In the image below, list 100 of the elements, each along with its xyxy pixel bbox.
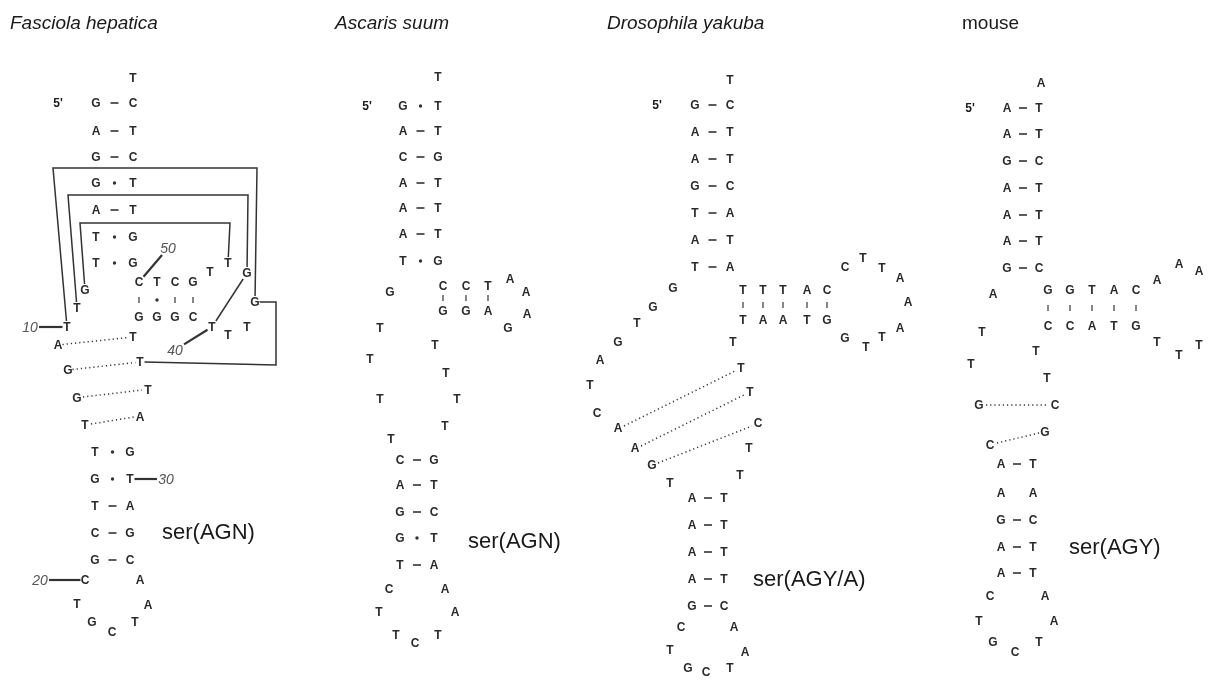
nucleotide-letter: A — [690, 126, 700, 138]
position-number: 20 — [32, 573, 48, 587]
nucleotide-letter: T — [224, 257, 232, 269]
species-title: Drosophila yakuba — [607, 12, 765, 32]
nucleotide-letter: T — [129, 204, 137, 216]
nucleotide-letter: T — [376, 322, 384, 334]
nucleotide-letter: C — [753, 417, 763, 429]
nucleotide-letter: T — [430, 532, 438, 544]
nucleotide-letter: T — [978, 326, 986, 338]
nucleotide-letter: G — [974, 399, 984, 411]
nucleotide-letter: A — [1040, 590, 1050, 602]
nucleotide-letter: A — [895, 272, 905, 284]
nucleotide-letter: T — [878, 331, 886, 343]
nucleotide-letter: T — [803, 314, 811, 326]
nucleotide-letter: T — [392, 629, 400, 641]
nucleotide-letter: T — [63, 321, 71, 333]
nucleotide-letter: A — [1109, 284, 1119, 296]
position-number: 10 — [22, 320, 38, 334]
species-title: Fasciola hepatica — [10, 12, 158, 32]
nucleotide-letter: T — [434, 125, 442, 137]
nucleotide-letter: C — [1028, 514, 1038, 526]
nucleotide-letter: G — [429, 454, 439, 466]
nucleotide-letter: G — [91, 177, 101, 189]
nucleotide-letter: C — [461, 280, 471, 292]
nucleotide-letter: A — [450, 606, 460, 618]
nucleotide-letter: A — [1152, 274, 1162, 286]
nucleotide-letter: G — [63, 364, 73, 376]
nucleotide-letter: C — [410, 637, 420, 649]
nucleotide-letter: T — [975, 615, 983, 627]
nucleotide-letter: T — [779, 284, 787, 296]
nucleotide-letter: T — [129, 125, 137, 137]
nucleotide-letter: G — [687, 600, 697, 612]
nucleotide-letter: G — [90, 554, 100, 566]
nucleotide-letter: T — [376, 393, 384, 405]
nucleotide-letter: G — [125, 527, 135, 539]
nucleotide-letter: A — [687, 519, 697, 531]
nucleotide-letter: G — [188, 276, 198, 288]
leader-line — [39, 325, 63, 329]
nucleotide-letter: C — [985, 439, 995, 451]
nucleotide-letter: T — [739, 314, 747, 326]
nucleotide-letter: G — [72, 392, 82, 404]
nucleotide-letter: A — [613, 422, 623, 434]
nucleotide-letter: G — [80, 284, 90, 296]
nucleotide-letter: G — [822, 314, 832, 326]
nucleotide-letter: C — [125, 554, 135, 566]
nucleotide-letter: T — [736, 469, 744, 481]
nucleotide-letter: G — [503, 322, 513, 334]
nucleotide-letter: A — [725, 207, 735, 219]
nucleotide-letter: T — [720, 519, 728, 531]
nucleotide-letter: A — [1002, 102, 1012, 114]
nucleotide-letter: T — [1153, 336, 1161, 348]
nucleotide-letter: G — [134, 311, 144, 323]
nucleotide-letter: G — [398, 100, 408, 112]
nucleotide-letter: C — [1131, 284, 1141, 296]
nucleotide-letter: T — [633, 317, 641, 329]
nucleotide-letter: T — [375, 606, 383, 618]
nucleotide-letter: T — [434, 71, 442, 83]
nucleotide-letter: T — [720, 546, 728, 558]
nucleotide-letter: T — [1035, 636, 1043, 648]
nucleotide-letter: T — [726, 126, 734, 138]
nucleotide-letter: A — [903, 296, 913, 308]
nucleotide-letter: T — [1029, 458, 1037, 470]
nucleotide-letter: A — [91, 204, 101, 216]
nucleotide-letter: C — [725, 180, 735, 192]
nucleotide-letter: T — [243, 321, 251, 333]
nucleotide-letter: A — [143, 599, 153, 611]
nucleotide-letter: T — [73, 598, 81, 610]
nucleotide-letter: T — [586, 379, 594, 391]
nucleotide-letter: A — [1002, 209, 1012, 221]
nucleotide-letter: T — [92, 231, 100, 243]
nucleotide-letter: A — [996, 458, 1006, 470]
nucleotide-letter: T — [484, 280, 492, 292]
nucleotide-letter: T — [1110, 320, 1118, 332]
nucleotide-letter: G — [840, 332, 850, 344]
nucleotide-letter: T — [434, 202, 442, 214]
nucleotide-letter: T — [1043, 372, 1051, 384]
nucleotide-letter: G — [91, 97, 101, 109]
nucleotide-letter: T — [746, 386, 754, 398]
nucleotide-letter: T — [1029, 541, 1037, 553]
nucleotide-letter: A — [429, 559, 439, 571]
nucleotide-letter: A — [521, 286, 531, 298]
nucleotide-letter: T — [136, 356, 144, 368]
trna-label: ser(AGY) — [1069, 536, 1161, 558]
nucleotide-letter: A — [398, 125, 408, 137]
nucleotide-letter: A — [630, 442, 640, 454]
nucleotide-letter: T — [1088, 284, 1096, 296]
nucleotide-letter: T — [434, 100, 442, 112]
nucleotide-letter: A — [802, 284, 812, 296]
nucleotide-letter: T — [91, 446, 99, 458]
nucleotide-letter: T — [739, 284, 747, 296]
trna-label: ser(AGN) — [468, 530, 561, 552]
trna-label: ser(AGN) — [162, 521, 255, 543]
nucleotide-letter: G — [128, 257, 138, 269]
nucleotide-letter: A — [522, 308, 532, 320]
leader-line — [134, 477, 157, 481]
nucleotide-letter: C — [90, 527, 100, 539]
nucleotide-letter: T — [73, 302, 81, 314]
position-number: 30 — [158, 472, 174, 486]
nucleotide-letter: T — [129, 72, 137, 84]
nucleotide-letter: T — [1035, 128, 1043, 140]
